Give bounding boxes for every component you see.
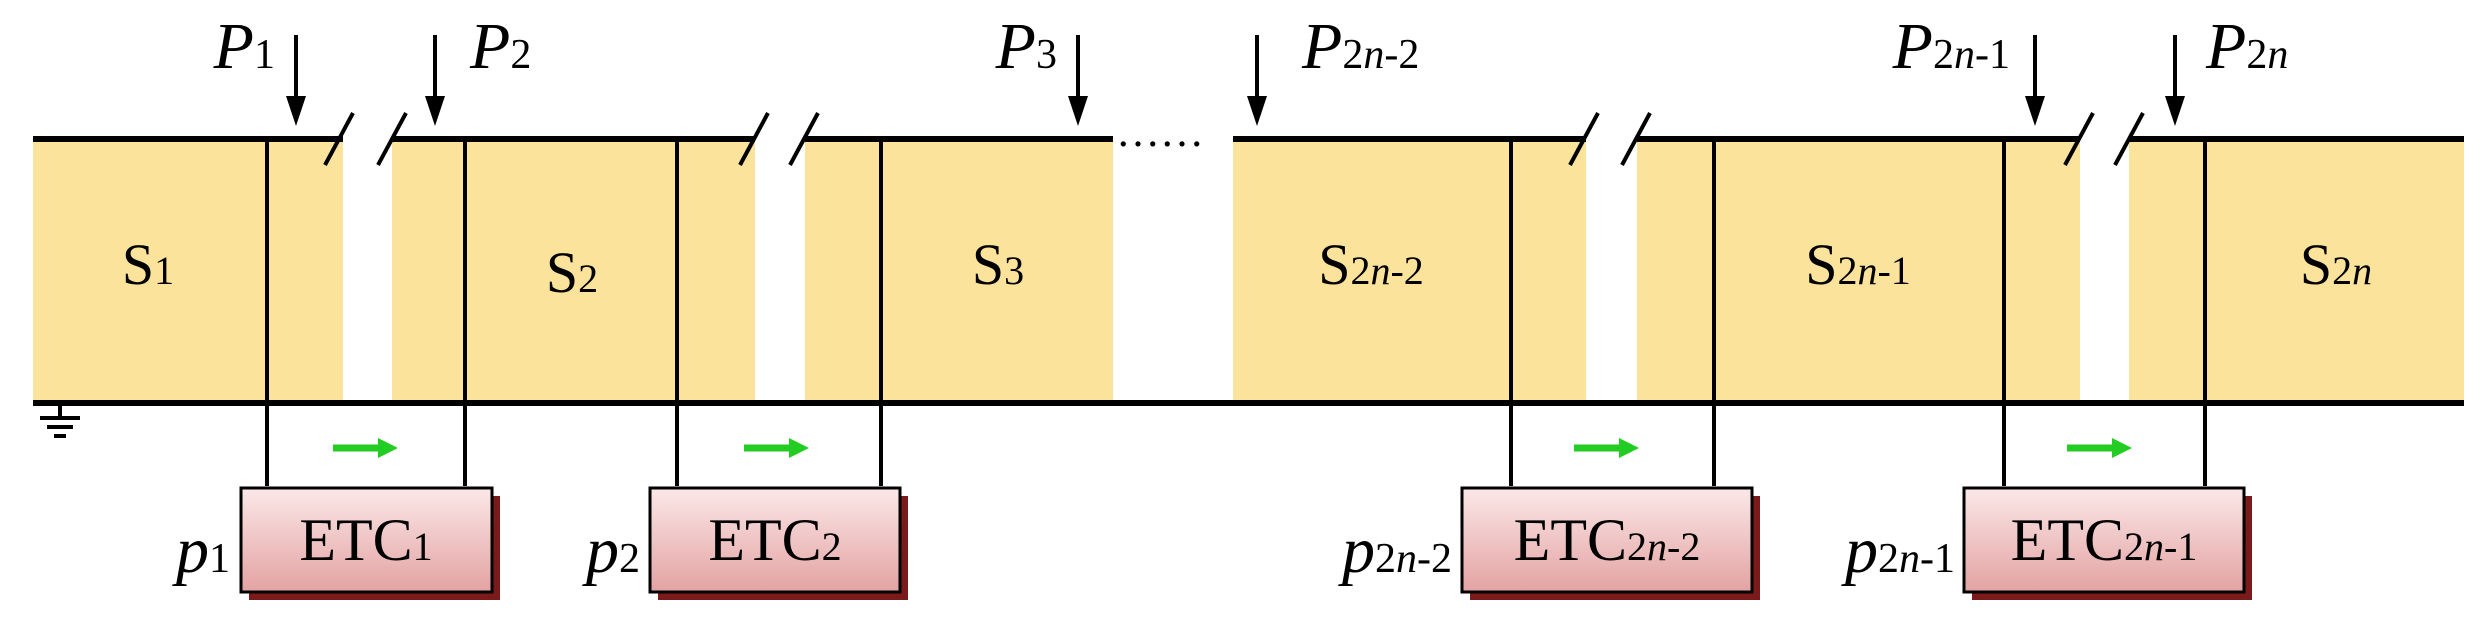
converter-power-labels: p1 p2 p2n-2 p2n-1	[172, 514, 1955, 587]
load-label-6: P2n	[2205, 10, 2288, 83]
arrow-down-icon	[425, 35, 445, 126]
section-block-5	[1637, 139, 2080, 403]
load-arrows	[286, 35, 2185, 126]
section-blocks	[33, 139, 2464, 403]
etc-label-1: ETC1	[299, 507, 432, 573]
arrow-down-icon	[1068, 35, 1088, 126]
etc-box-1	[239, 486, 500, 600]
section-label-4: S2n-2	[1318, 232, 1424, 297]
power-label-1: p1	[172, 514, 230, 587]
etc-box-2	[648, 486, 908, 600]
section-block-3	[805, 139, 1113, 403]
etc-box-3	[1460, 486, 1760, 600]
section-label-5: S2n-1	[1805, 232, 1911, 297]
load-label-2: P2	[469, 10, 531, 83]
power-label-2: p2	[582, 514, 640, 587]
etc-label-4: ETC2n-1	[2011, 507, 2198, 573]
power-label-4: p2n-1	[1841, 514, 1955, 587]
load-label-4: P2n-2	[1301, 10, 1419, 83]
arrow-right-icon	[744, 438, 809, 458]
ellipsis-gap: ……	[1116, 107, 1204, 156]
section-label-1: S1	[122, 232, 174, 297]
arrow-down-icon	[2165, 35, 2185, 126]
etc-labels: ETC1 ETC2 ETC2n-2 ETC2n-1	[299, 507, 2197, 573]
section-block-4	[1233, 139, 1586, 403]
section-block-6	[2129, 139, 2464, 403]
section-block-2	[392, 139, 755, 403]
converter-connections	[265, 139, 2207, 486]
power-flow-arrows	[333, 438, 2132, 458]
arrow-down-icon	[286, 35, 306, 126]
arrow-down-icon	[1247, 35, 1267, 126]
load-label-3: P3	[995, 10, 1057, 83]
section-label-3: S3	[972, 232, 1024, 297]
section-label-2: S2	[546, 240, 598, 305]
arrow-right-icon	[1574, 438, 1639, 458]
neutral-section-slashes	[323, 112, 2145, 166]
section-label-6: S2n	[2300, 232, 2372, 297]
etc-boxes	[239, 486, 2252, 600]
load-label-5: P2n-1	[1892, 10, 2010, 83]
load-label-1: P1	[213, 10, 275, 83]
section-labels: S1 S2 S3 S2n-2 S2n-1 S2n	[122, 232, 2372, 305]
section-block-1	[33, 139, 343, 403]
ground-icon	[40, 403, 80, 438]
etc-box-4	[1962, 486, 2252, 600]
etc-label-2: ETC2	[708, 507, 841, 573]
arrow-right-icon	[2067, 438, 2132, 458]
arrow-right-icon	[333, 438, 398, 458]
etc-label-3: ETC2n-2	[1514, 507, 1701, 573]
load-labels: P1 P2 P3 P2n-2 P2n-1 P2n	[213, 10, 2289, 83]
power-label-3: p2n-2	[1338, 514, 1452, 587]
arrow-down-icon	[2025, 35, 2045, 126]
